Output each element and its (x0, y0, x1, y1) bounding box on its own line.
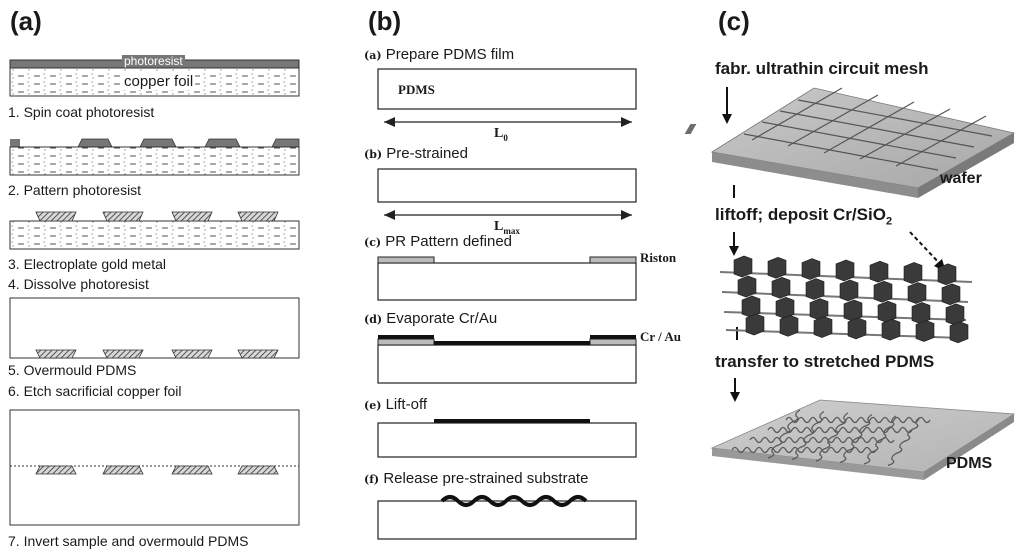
mesh-node (945, 303, 965, 326)
panel-b-step-d-text: Evaporate Cr/Au (386, 310, 498, 327)
panel-c-step-3: transfer to stretched PDMS (715, 352, 935, 371)
mesh-node (949, 321, 969, 344)
panel-b-step-e: (e) Lift-off (364, 396, 427, 413)
panel-b-step-f: (f) Release pre-strained substrate (364, 470, 588, 487)
panel-a-step-4: 4. Dissolve photoresist (8, 276, 149, 292)
mesh-node (877, 300, 897, 323)
wavy-interconnect (887, 416, 921, 467)
panel-a-step-2: 2. Pattern photoresist (8, 182, 142, 198)
panel-b-step-f-text: Release pre-strained substrate (383, 470, 589, 487)
mesh-node (843, 299, 863, 322)
panel-a-step3-diagram (9, 211, 300, 250)
mesh-node (801, 258, 821, 280)
pdms-label: PDMS (946, 455, 993, 472)
length-lmax-label: Lmax (494, 219, 520, 236)
panel-b-step-e-diagram (377, 419, 637, 458)
mesh-node (835, 259, 855, 282)
panel-b-step-e-tag: (e) (364, 399, 382, 412)
mesh-node (813, 316, 833, 338)
panel-b-step-a: (a) Prepare PDMS film (364, 46, 514, 63)
panel-b-step-b-text: Pre-strained (386, 145, 468, 162)
mesh-node (771, 276, 791, 299)
mesh-node (881, 318, 901, 341)
mesh-node (737, 275, 757, 298)
panel-b-step-c: (c) PR Pattern defined (364, 233, 512, 250)
panel-label-b: (b) (368, 6, 402, 36)
panel-c-step-2: liftoff; deposit Cr/SiO2 (715, 205, 892, 227)
wafer-label: wafer (940, 170, 982, 187)
length-lmax-symbol: L (494, 219, 504, 234)
mesh-node (907, 282, 927, 304)
mesh-node (847, 317, 867, 340)
panel-b-step-a-diagram (377, 68, 637, 127)
panel-b-step-d: (d) Evaporate Cr/Au (364, 310, 497, 327)
panel-a-step-7: 7. Invert sample and overmould PDMS (8, 533, 249, 549)
mesh-node (839, 279, 859, 302)
wavy-interconnect (839, 413, 873, 464)
panel-c-arrows (722, 87, 946, 402)
panel-b-step-c-tag: (c) (364, 236, 382, 249)
panel-label-c: (c) (718, 6, 750, 36)
panel-c-step-1: fabr. ultrathin circuit mesh (715, 59, 929, 78)
mesh-node (911, 302, 931, 324)
panel-b-step-d-diagram (377, 335, 637, 384)
panel-b-step-c-diagram (377, 256, 637, 301)
mesh-node (775, 296, 795, 319)
mesh-node (873, 280, 893, 303)
wavy-interconnect (863, 415, 897, 465)
mesh-node (741, 295, 761, 318)
length-l0-subscript: 0 (503, 132, 508, 143)
panel-c-step-2-text: liftoff; deposit Cr/SiO (715, 205, 886, 224)
mesh-node (941, 283, 961, 306)
stretched-pdms-with-mesh (710, 399, 1016, 480)
panel-b-step-c-text: PR Pattern defined (385, 233, 513, 250)
mesh-node (779, 314, 799, 337)
wavy-interconnect (815, 412, 849, 462)
mesh-node (937, 263, 957, 286)
length-l0-label: L0 (494, 126, 508, 143)
panel-b-step-d-tag: (d) (364, 313, 383, 326)
length-l0-symbol: L (494, 126, 504, 141)
wavy-interconnect (785, 416, 931, 424)
panel-b-step-b-diagram (377, 168, 637, 220)
panel-a-step2-diagram (9, 138, 300, 176)
copper-foil-layer-label: copper foil (122, 73, 196, 90)
wafer-with-circuit-mesh (684, 87, 1016, 198)
panel-a-step7-diagram (9, 409, 300, 526)
panel-b-step-e-text: Lift-off (385, 396, 428, 413)
panel-b-step-a-tag: (a) (364, 49, 382, 62)
mesh-node (745, 313, 765, 336)
mesh-node (903, 262, 923, 284)
panel-c-step-2-subscript: 2 (885, 215, 893, 228)
panel-b-step-a-text: Prepare PDMS film (385, 46, 515, 63)
panel-b-step-f-tag: (f) (364, 473, 380, 486)
mesh-node (915, 320, 935, 342)
riston-label: Riston (640, 250, 677, 265)
panel-a-step-6: 6. Etch sacrificial copper foil (8, 383, 182, 399)
mesh-node (869, 260, 889, 283)
panel-b-step-b: (b) Pre-strained (364, 145, 468, 162)
panel-a-step-1: 1. Spin coat photoresist (8, 104, 155, 120)
panel-b-step-b-tag: (b) (364, 148, 383, 161)
wavy-interconnect (791, 410, 825, 461)
panel-b-step-f-diagram (377, 495, 637, 540)
photoresist-layer-label: photoresist (122, 54, 185, 68)
wavy-interconnect (749, 436, 895, 444)
mesh-node (809, 298, 829, 320)
length-lmax-subscript: max (503, 225, 520, 236)
mesh-node (805, 278, 825, 300)
lifted-circuit-mesh (719, 255, 973, 344)
panel-a-step-3: 3. Electroplate gold metal (8, 256, 166, 272)
cr-au-label: Cr / Au (640, 329, 681, 344)
wavy-interconnect (767, 426, 913, 434)
panel-a-step-5: 5. Overmould PDMS (8, 362, 137, 378)
wavy-interconnect (731, 446, 877, 454)
mesh-node (733, 255, 753, 278)
mesh-node (767, 256, 787, 279)
pdms-film-label: PDMS (398, 82, 435, 97)
panel-a-step5-diagram (9, 297, 300, 359)
wavy-interconnect (767, 409, 801, 459)
panel-label-a: (a) (10, 6, 42, 36)
